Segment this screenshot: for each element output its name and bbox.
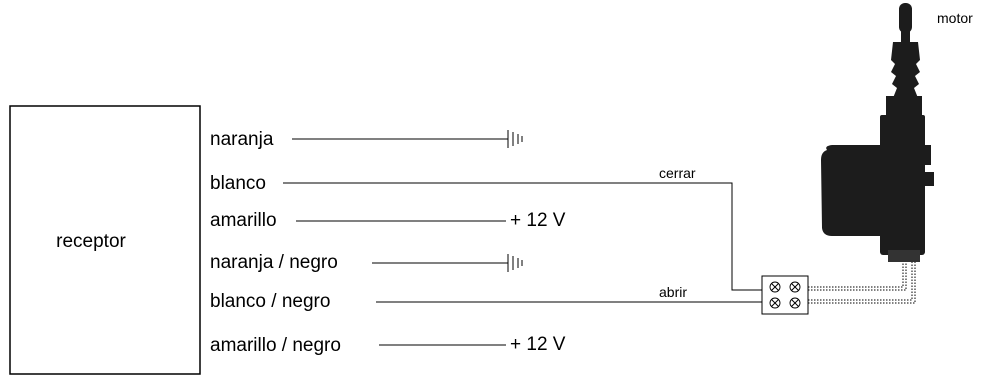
terminal-screw-3	[769, 297, 781, 309]
wire-label-amarillo-negro: amarillo / negro	[210, 335, 341, 356]
motor-label: motor	[937, 10, 973, 26]
motor-wires	[808, 262, 916, 304]
motor-actuator	[821, 3, 934, 262]
plus12-label-2: + 12 V	[510, 334, 566, 355]
ground-symbol-2	[507, 254, 523, 272]
ground-symbol-1	[507, 130, 523, 148]
abrir-label: abrir	[659, 284, 687, 300]
terminal-block	[761, 275, 809, 315]
receptor-box	[9, 105, 201, 375]
terminal-screw-4	[789, 297, 801, 309]
terminal-screw-1	[769, 281, 781, 293]
terminal-screw-2	[789, 281, 801, 293]
cerrar-label: cerrar	[659, 165, 696, 181]
plus12-label-1: + 12 V	[510, 210, 566, 231]
wire-label-naranja: naranja	[210, 129, 274, 150]
wire-label-blanco-negro: blanco / negro	[210, 291, 330, 312]
wire-blanco	[283, 182, 762, 291]
wire-label-naranja-negro: naranja / negro	[210, 252, 338, 273]
receptor-label: receptor	[56, 231, 126, 252]
wire-label-amarillo: amarillo	[210, 210, 277, 231]
wire-label-blanco: blanco	[210, 173, 266, 194]
